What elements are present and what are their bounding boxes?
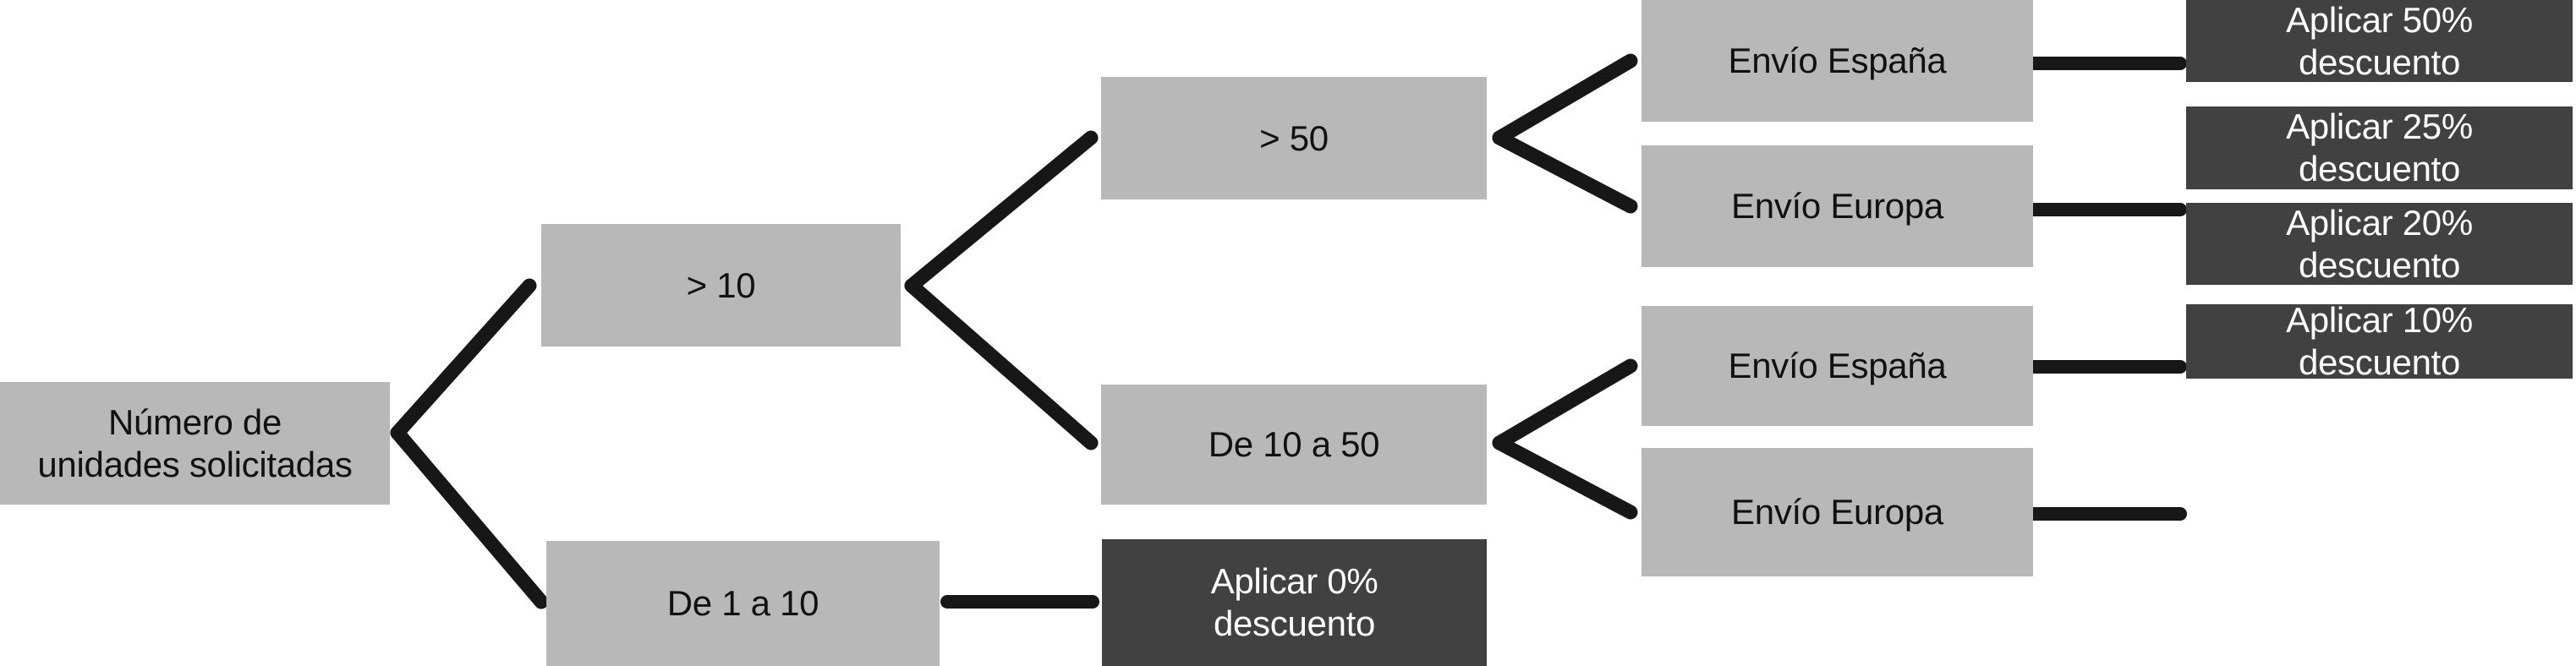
edge-de10a50-to-espana [1492, 358, 1638, 450]
node-label: Envío Europa [1731, 186, 1943, 227]
node-label-line1: Aplicar 10% [2286, 300, 2473, 341]
edge-gt50-to-espana [1492, 53, 1638, 145]
node-label-line2: descuento [1213, 603, 1376, 643]
node-label-line1: Aplicar 25% [2286, 106, 2473, 147]
edge-de10a50-to-europa [1492, 435, 1638, 520]
branch-node-gt50[interactable]: > 50 [1101, 77, 1487, 199]
shipping-node-espana-bottom[interactable]: Envío España [1642, 306, 2033, 426]
node-label-line2: descuento [2298, 41, 2461, 82]
node-label: De 10 a 50 [1208, 424, 1380, 465]
node-label-line2: descuento [2298, 342, 2461, 382]
node-label-line1: Aplicar 50% [2286, 0, 2473, 40]
node-label-line1: Aplicar 20% [2286, 202, 2473, 243]
shipping-node-espana-top[interactable]: Envío España [1642, 0, 2033, 122]
result-node-descuento-10[interactable]: Aplicar 10%descuento [2186, 300, 2573, 382]
node-label: Envío España [1728, 346, 1947, 386]
node-label-line1: Aplicar 0% [1210, 561, 1378, 602]
node-label: > 10 [686, 265, 756, 305]
node-label: Envío España [1728, 41, 1947, 81]
node-label: > 50 [1259, 117, 1329, 158]
edge-root-to-de1a10 [390, 425, 549, 609]
branch-node-de-10-a-50[interactable]: De 10 a 50 [1101, 385, 1487, 505]
node-label-line2: unidades solicitadas [37, 444, 353, 484]
branch-node-de-1-a-10[interactable]: De 1 a 10 [546, 541, 940, 666]
node-label-line2: descuento [2298, 149, 2461, 188]
node-label-line1: Número de [107, 401, 282, 442]
edge-gt50-to-europa [1492, 130, 1638, 214]
result-node-descuento-20[interactable]: Aplicar 20%descuento [2186, 203, 2573, 285]
result-node-descuento-0[interactable]: Aplicar 0%descuento [1102, 539, 1487, 666]
node-label: De 1 a 10 [666, 583, 819, 624]
result-node-descuento-25[interactable]: Aplicar 25%descuento [2186, 106, 2573, 189]
shipping-node-europa-top[interactable]: Envío Europa [1642, 145, 2033, 267]
node-label: Envío Europa [1731, 492, 1943, 532]
shipping-node-europa-bottom[interactable]: Envío Europa [1642, 448, 2033, 576]
branch-node-gt10[interactable]: > 10 [541, 224, 901, 347]
node-label-line2: descuento [2298, 244, 2461, 285]
edge-root-to-gt10 [390, 278, 537, 440]
edge-gt10-to-gt50 [904, 130, 1099, 293]
edge-gt10-to-de10a50 [904, 278, 1099, 450]
result-node-descuento-50[interactable]: Aplicar 50%descuento [2186, 0, 2573, 82]
